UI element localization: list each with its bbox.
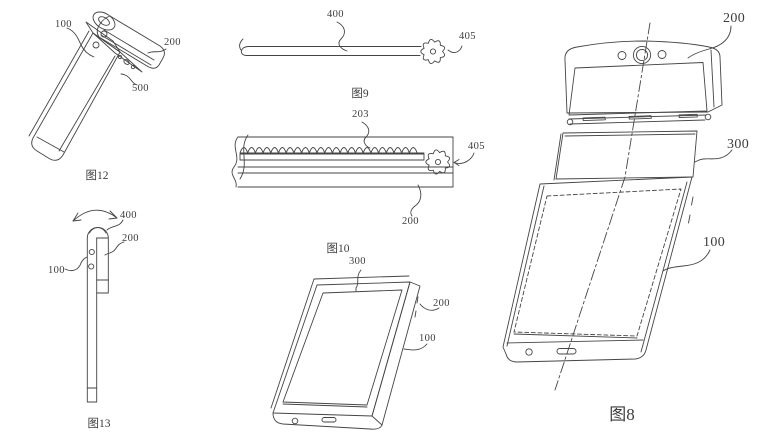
fig8-camera-dot	[617, 51, 627, 60]
fig8-panel	[555, 130, 698, 180]
fig13-rotation-arrow	[72, 209, 118, 222]
fig12-ref-500: 500	[132, 83, 149, 94]
fig12-phone-body	[31, 32, 121, 161]
fig8-face-bottom-edge	[506, 339, 644, 344]
fig10-line-art	[231, 121, 475, 217]
fig8-ref-200: 200	[723, 11, 746, 26]
fig8-caption: 图8	[609, 405, 635, 424]
fig13-button	[88, 248, 95, 256]
fig10-gear-hole	[434, 158, 442, 166]
fig12-hinge	[92, 11, 116, 31]
fig12-button	[92, 41, 100, 49]
fig12-leader-100	[66, 27, 95, 58]
fig10-ref-405: 405	[468, 141, 485, 152]
fig13-ref-200: 200	[122, 233, 139, 244]
fig13-flip	[96, 237, 109, 294]
fig8-ref-300: 300	[727, 137, 750, 152]
fig10-caption: 图10	[326, 243, 350, 255]
fig13-ref-400: 400	[120, 210, 137, 221]
fig10-rack-teeth	[239, 147, 418, 154]
fig11-ref-300: 300	[349, 256, 366, 267]
fig8-leader-200	[687, 25, 732, 59]
fig12-leader-500	[120, 73, 138, 86]
fig9-leader-405	[447, 45, 463, 53]
fig13-hinge-cap	[86, 227, 109, 239]
fig11-front-face	[272, 281, 411, 417]
fig10-leader-203	[361, 121, 371, 149]
fig8-camera-dot	[657, 50, 667, 59]
fig11-screen	[282, 289, 403, 406]
fig10-ref-200: 200	[402, 216, 419, 227]
fig13-button	[88, 263, 95, 270]
fig8-hinge-rail	[568, 114, 707, 120]
fig12-line-art	[28, 11, 167, 161]
fig8-usb-port	[556, 348, 577, 355]
fig12-camera-lens	[123, 59, 130, 65]
fig12-button	[100, 30, 108, 38]
fig11-side-face	[371, 281, 421, 426]
fig12-ref-100: 100	[55, 19, 72, 30]
fig11-line-art	[270, 269, 440, 430]
fig10-ref-203: 203	[352, 109, 369, 120]
fig9-ref-405: 405	[459, 31, 476, 42]
fig11-ref-100: 100	[419, 333, 436, 344]
fig9-caption: 图9	[351, 88, 369, 100]
fig12-leader-200	[147, 48, 167, 54]
fig12-camera-deck	[92, 32, 143, 73]
fig10-leader-200	[410, 184, 422, 217]
fig11-leader-200	[419, 303, 440, 311]
fig8-side-button	[688, 214, 691, 224]
fig11-usb-port	[321, 417, 337, 423]
fig8-phone-body	[502, 176, 693, 363]
fig13-ref-100: 100	[48, 265, 65, 276]
fig11-ref-200: 200	[433, 298, 450, 309]
fig8-hinge-pin	[566, 118, 574, 126]
fig11-headphone-jack	[291, 417, 299, 425]
fig11-leader-100	[403, 343, 428, 351]
fig8-ref-100: 100	[703, 235, 726, 250]
fig12-camera-dot	[117, 54, 123, 60]
fig12-flip-module	[96, 15, 165, 69]
fig9-ref-400: 400	[327, 9, 344, 20]
fig8-line-art	[502, 22, 733, 391]
fig8-leader-100	[662, 249, 711, 272]
fig13-caption: 图13	[87, 418, 111, 430]
fig12-camera-dot	[130, 64, 136, 70]
fig12-top-face	[85, 21, 121, 53]
fig8-flip-window	[568, 62, 708, 116]
fig13-leader-100	[64, 256, 88, 272]
fig12-ref-200: 200	[164, 37, 181, 48]
fig13-body	[86, 237, 98, 403]
fig9-gear-hole	[429, 48, 437, 55]
fig11-bottom-face	[272, 412, 383, 430]
fig10-leader-405	[453, 152, 475, 164]
fig8-axis-line	[554, 22, 651, 391]
fig11-button	[416, 296, 419, 304]
fig9-line-art	[239, 21, 463, 64]
fig9-gear	[420, 39, 446, 64]
fig8-flip-module	[564, 40, 723, 114]
fig8-camera-lens	[632, 45, 652, 65]
fig13-line-art	[64, 209, 125, 403]
fig8-side-button	[691, 196, 694, 206]
fig12-caption: 图12	[85, 170, 109, 182]
fig8-headphone-jack	[525, 348, 533, 356]
fig8-hinge-pin	[704, 113, 712, 121]
fig11-leader-300	[355, 269, 362, 292]
fig13-leader-200	[104, 241, 125, 256]
fig10-break-edge	[231, 136, 239, 188]
fig10-gear	[425, 149, 451, 175]
fig9-leader-400	[336, 21, 348, 52]
fig8-leader-300	[694, 149, 733, 163]
fig11-button	[414, 310, 417, 318]
fig13-leader-400	[106, 219, 124, 231]
fig8-screen	[513, 188, 682, 337]
fig11-back-edge	[313, 275, 410, 280]
